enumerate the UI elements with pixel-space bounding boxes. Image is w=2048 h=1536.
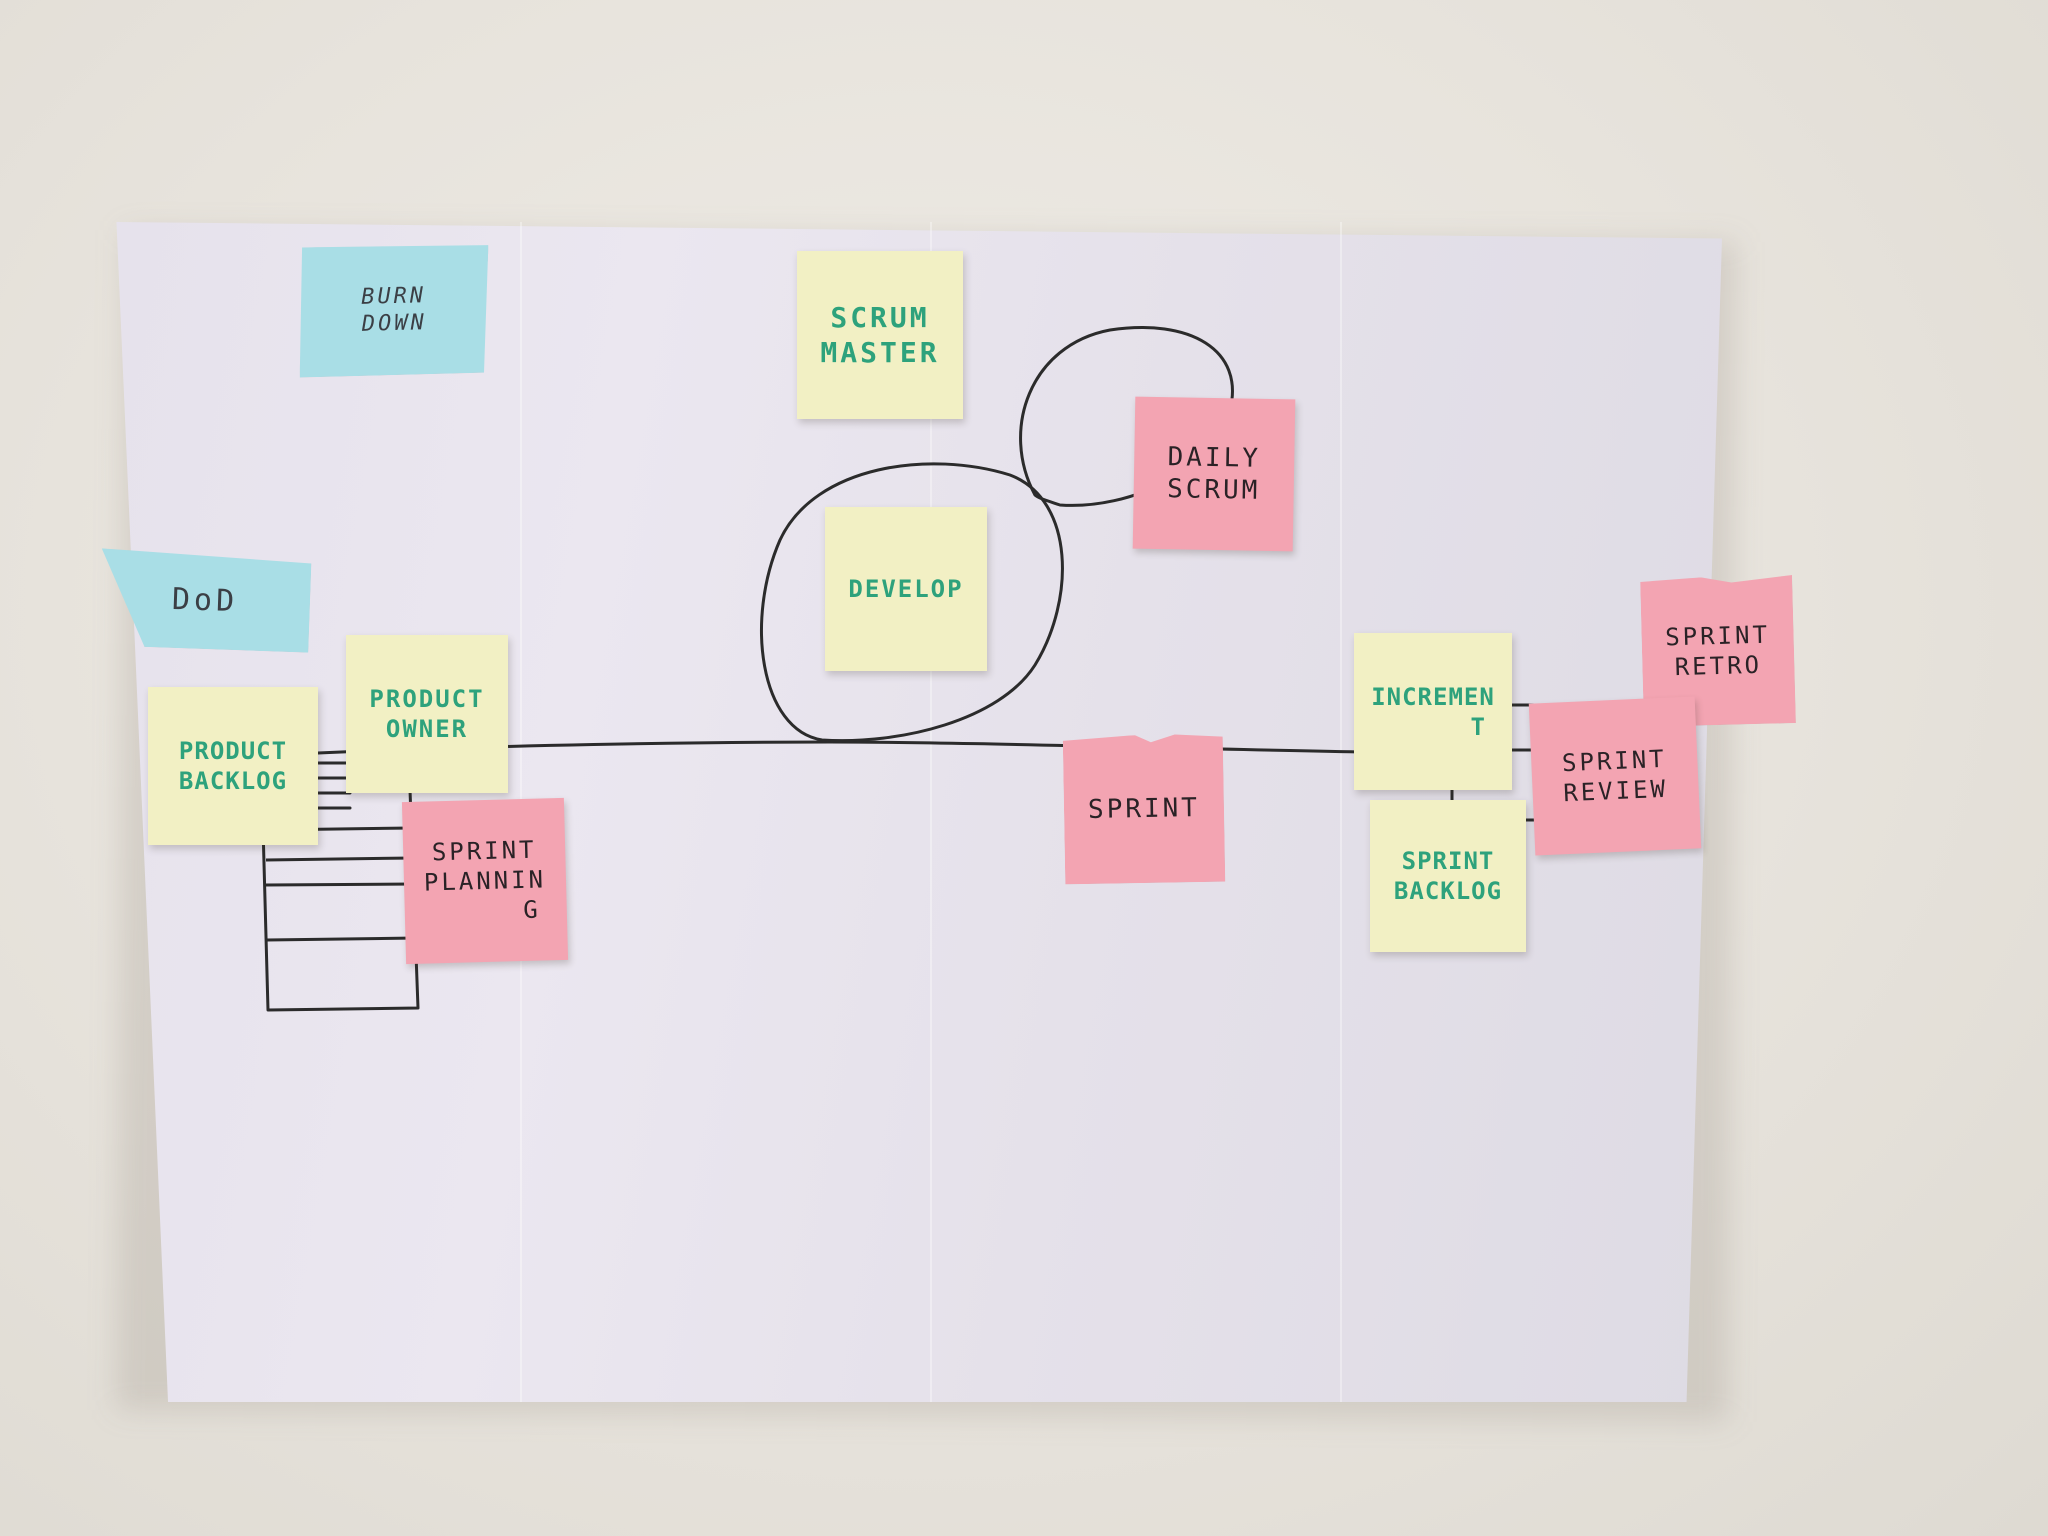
note-text: BURN xyxy=(360,282,427,310)
sprint-planning-note: SPRINT PLANNIN G xyxy=(401,797,569,965)
note-text: INCREMEN xyxy=(1371,682,1495,711)
product-backlog-note: PRODUCT BACKLOG xyxy=(148,687,318,845)
note-text: SPRINT xyxy=(1087,792,1201,825)
note-text: MASTER xyxy=(820,336,940,369)
burn-down-note: BURN DOWN xyxy=(296,243,491,378)
note-text: SPRINT xyxy=(1561,744,1668,778)
scrum-master-note: SCRUM MASTER xyxy=(797,251,963,419)
sprint-note: SPRINT xyxy=(1063,734,1226,885)
note-text: G xyxy=(522,895,542,925)
note-text: SCRUM xyxy=(1166,474,1261,506)
note-text: BACKLOG xyxy=(178,767,288,795)
note-text: DOWN xyxy=(361,310,428,337)
note-text: OWNER xyxy=(385,715,469,743)
sprint-review-note: SPRINT REVIEW xyxy=(1528,696,1702,856)
daily-scrum-note: DAILY SCRUM xyxy=(1132,396,1296,552)
note-text: T xyxy=(1470,712,1488,741)
increment-note: INCREMEN T xyxy=(1354,633,1512,790)
sprint-backlog-note: SPRINT BACKLOG xyxy=(1370,800,1526,952)
paper-fold-line xyxy=(930,222,932,1402)
note-text: DAILY xyxy=(1167,441,1262,474)
note-text: PLANNIN xyxy=(423,865,547,897)
note-text: RETRO xyxy=(1674,650,1763,682)
note-text: SCRUM xyxy=(830,301,930,334)
development-team-note: DEVELOP xyxy=(825,507,987,671)
note-text: BACKLOG xyxy=(1393,877,1503,905)
note-text: REVIEW xyxy=(1562,774,1669,808)
note-text: PRODUCT xyxy=(178,737,288,765)
note-text: SPRINT xyxy=(1664,620,1771,652)
note-text: DoD xyxy=(171,581,239,619)
note-text: SPRINT xyxy=(431,835,537,867)
note-text: SPRINT xyxy=(1401,847,1495,875)
note-text: PRODUCT xyxy=(369,685,485,713)
note-text: DEVELOP xyxy=(848,575,964,603)
paper-fold-line xyxy=(1340,222,1342,1402)
product-owner-note: PRODUCT OWNER xyxy=(346,635,508,793)
